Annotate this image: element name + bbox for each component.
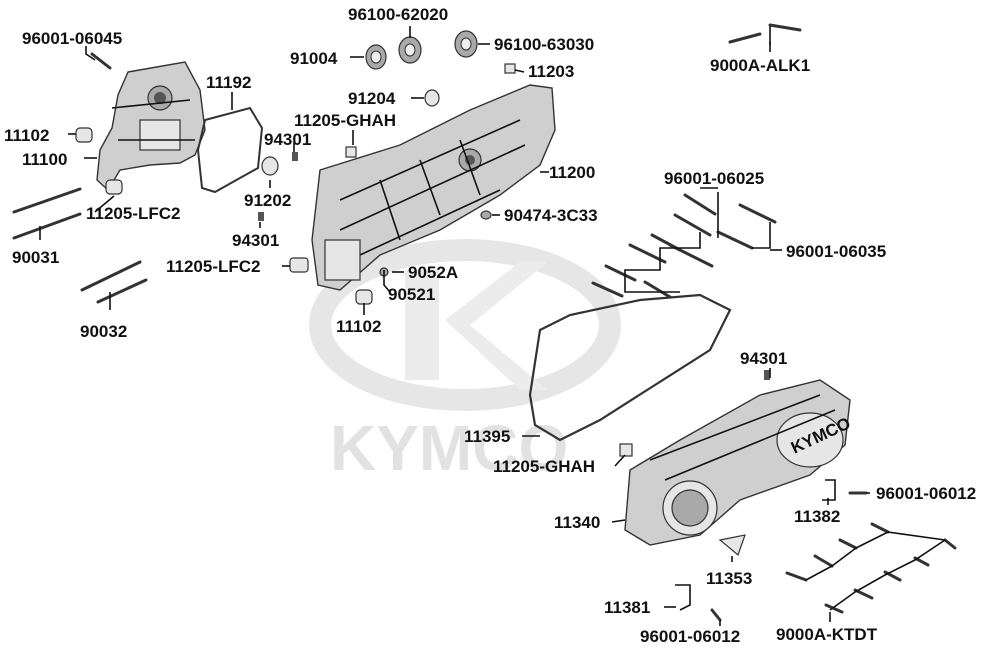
plug <box>258 212 264 221</box>
stud <box>12 212 82 240</box>
part-label: 96001-06025 <box>664 169 764 188</box>
part-labels: 96001-06045 11192 96100-62020 91004 9610… <box>4 5 976 646</box>
part-label: 11340 <box>554 513 600 532</box>
gasket <box>196 106 264 194</box>
part-label: 11102 <box>336 317 381 336</box>
dowel <box>504 63 516 74</box>
bushing <box>105 179 123 195</box>
left-crankcase <box>96 61 206 192</box>
bracket <box>675 584 691 611</box>
part-label: 11203 <box>528 62 574 81</box>
bolt <box>710 608 722 622</box>
part-label: 91204 <box>348 89 396 108</box>
dowel <box>619 443 633 457</box>
plug <box>292 152 298 161</box>
part-label: 11381 <box>604 598 650 617</box>
bearing <box>454 30 478 58</box>
part-label: 90031 <box>12 248 59 267</box>
bushing <box>355 289 373 305</box>
part-label: 94301 <box>232 231 279 250</box>
part-label: 9052A <box>408 263 458 282</box>
part-label: 94301 <box>740 349 787 368</box>
bolt-group <box>591 192 777 299</box>
part-label: 96100-63030 <box>494 35 594 54</box>
washer <box>480 210 492 220</box>
oil-seal <box>261 156 279 176</box>
bushing <box>289 257 309 273</box>
part-label: 11102 <box>4 126 49 145</box>
part-label: 11205-GHAH <box>493 457 595 476</box>
part-label: 11353 <box>706 569 752 588</box>
leader-lines <box>39 26 870 626</box>
part-label: 90521 <box>388 285 435 304</box>
bearing <box>398 36 422 64</box>
part-label: 96001-06045 <box>22 29 122 48</box>
part-label: 94301 <box>264 130 311 149</box>
part-label: 9000A-ALK1 <box>710 56 810 75</box>
part-label: 11205-GHAH <box>294 111 396 130</box>
part-label: 96001-06035 <box>786 242 886 261</box>
bolt-set <box>728 23 802 45</box>
part-label: 96001-06012 <box>876 484 976 503</box>
part-label: 96001-06012 <box>640 627 740 646</box>
part-label: 90032 <box>80 322 127 341</box>
watermark-text: KYMCO <box>330 412 568 484</box>
part-label: 90474-3C33 <box>504 206 598 225</box>
cap <box>718 534 746 557</box>
part-label: 91004 <box>290 49 338 68</box>
bolt <box>90 52 112 70</box>
oil-seal <box>424 89 440 107</box>
bearing <box>365 44 387 70</box>
dowel <box>345 146 357 158</box>
plug <box>764 370 770 380</box>
kymco-watermark: KYMCO <box>309 239 621 484</box>
transmission-cover: KYMCO <box>624 379 853 546</box>
part-label: 11382 <box>794 507 840 526</box>
part-label: 11205-LFC2 <box>166 257 261 276</box>
part-label: 11200 <box>549 163 595 182</box>
bolt-set <box>785 522 957 614</box>
part-label: 11192 <box>206 73 251 92</box>
bushing <box>75 127 93 143</box>
part-label: 9000A-KTDT <box>776 625 878 644</box>
part-label: 11205-LFC2 <box>86 204 181 223</box>
right-crankcase <box>311 84 556 291</box>
stud <box>96 278 148 304</box>
cover-gasket <box>528 293 732 442</box>
part-label: 11100 <box>22 150 67 169</box>
stud <box>12 187 82 214</box>
part-label: 11395 <box>464 427 510 446</box>
part-label: 91202 <box>244 191 291 210</box>
stud <box>80 260 142 292</box>
bracket <box>822 479 836 501</box>
part-label: 96100-62020 <box>348 5 448 24</box>
